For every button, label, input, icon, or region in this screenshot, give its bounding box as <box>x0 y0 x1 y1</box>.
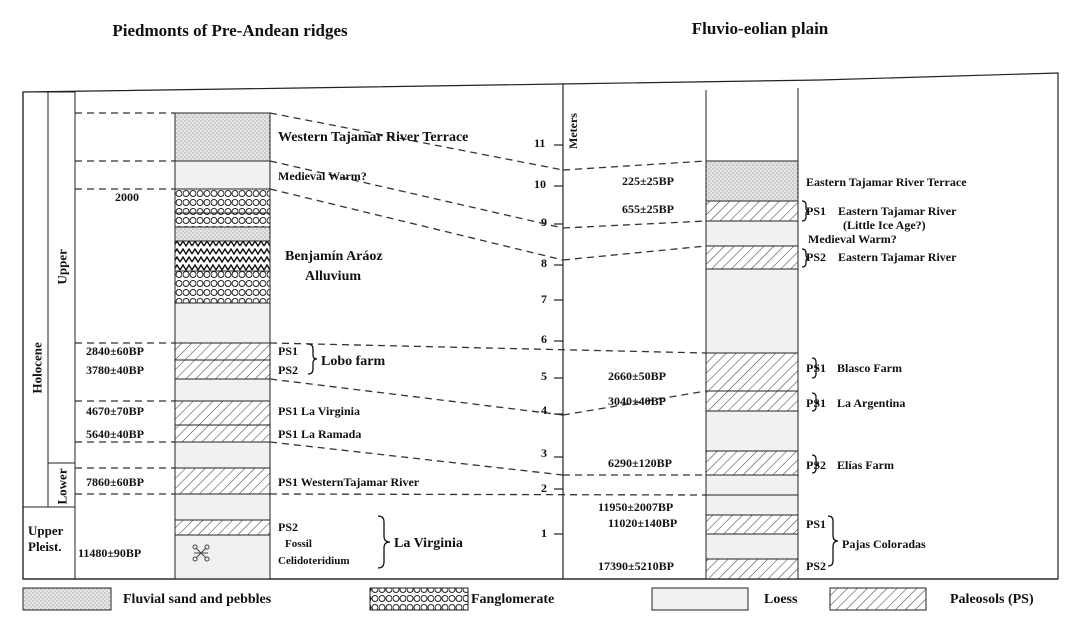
label-western-terrace: Western Tajamar River Terrace <box>278 130 469 145</box>
label-fossil: Fossil <box>285 538 312 550</box>
meter-tick-8: 8 <box>541 256 547 270</box>
meter-tick-10: 10 <box>534 177 546 191</box>
legend-swatch-fanglomerate <box>369 587 469 611</box>
label-left-medieval: Medieval Warm? <box>278 169 367 183</box>
date-3780: 3780±40BP <box>86 363 144 377</box>
legend-fluvial-label: Fluvial sand and pebbles <box>123 592 272 607</box>
meter-tick-5: 5 <box>541 369 547 383</box>
label-little-ice-age: (Little Ice Age?) <box>843 218 926 232</box>
label-ps1-pajas: PS1 <box>806 517 827 531</box>
upper-pleist-label-1: Upper <box>28 523 64 538</box>
label-ps1-blasco: PS1 <box>806 361 827 375</box>
legend-fanglomerate-label: Fanglomerate <box>471 592 555 607</box>
label-ps2-pajas: PS2 <box>806 559 827 573</box>
legend-swatch-fluvial <box>22 587 112 611</box>
label-benjamin-2: Alluvium <box>305 269 362 284</box>
label-ps1-eastern: PS1 <box>806 204 827 218</box>
label-ps2-elias: PS2 <box>806 458 827 472</box>
label-ps2-lv: PS2 <box>278 520 299 534</box>
right-heading: Fluvio-eolian plain <box>691 19 829 38</box>
meter-tick-2: 2 <box>541 481 547 495</box>
label-la-ramada: PS1 La Ramada <box>278 427 362 441</box>
legend-swatch-loess <box>651 587 749 611</box>
label-ps1-lobo: PS1 <box>278 344 299 358</box>
upper-pleist-label-2: Pleist. <box>28 539 62 554</box>
date-7860: 7860±60BP <box>86 475 144 489</box>
label-western-river: PS1 WesternTajamar River <box>278 475 420 489</box>
meter-tick-11: 11 <box>534 136 546 150</box>
date-2000: 2000 <box>115 190 139 204</box>
meter-tick-1: 1 <box>541 526 547 540</box>
label-eastern-terrace: Eastern Tajamar River Terrace <box>806 175 967 189</box>
label-lobo-farm: Lobo farm <box>321 354 386 369</box>
left-column <box>174 112 271 580</box>
label-right-medieval: Medieval Warm? <box>808 232 897 246</box>
label-benjamin-1: Benjamín Aráoz <box>285 249 383 264</box>
lower-label: Lower <box>54 468 70 505</box>
date-655: 655±25BP <box>622 202 674 216</box>
label-la-virginia-lower: La Virginia <box>394 536 463 551</box>
date-11950: 11950±2007BP <box>598 500 674 514</box>
correlation-lines <box>75 112 707 496</box>
label-la-virginia-ps1: PS1 La Virginia <box>278 404 361 418</box>
upper-label: Upper <box>54 249 70 285</box>
braces <box>307 200 839 569</box>
date-2660: 2660±50BP <box>608 369 666 383</box>
right-column <box>705 160 799 580</box>
label-ps1-argentina: PS1 <box>806 396 827 410</box>
label-ps2-lobo: PS2 <box>278 363 299 377</box>
label-pajas-coloradas: Pajas Coloradas <box>842 537 926 551</box>
date-225: 225±25BP <box>622 174 674 188</box>
label-eastern-river-1: Eastern Tajamar River <box>838 204 957 218</box>
meter-tick-7: 7 <box>541 292 547 306</box>
label-eastern-river-2: Eastern Tajamar River <box>838 250 957 264</box>
date-4670: 4670±70BP <box>86 404 144 418</box>
legend-swatch-paleosols <box>829 587 927 611</box>
meter-tick-4: 4 <box>541 403 547 417</box>
label-la-argentina: La Argentina <box>837 396 906 410</box>
holocene-label: Holocene <box>29 342 45 394</box>
date-17390: 17390±5210BP <box>598 559 674 573</box>
date-2840: 2840±60BP <box>86 344 144 358</box>
date-11480: 11480±90BP <box>78 546 142 560</box>
meters-ticks <box>554 144 563 535</box>
date-3040: 3040±40BP <box>608 394 666 408</box>
meter-tick-6: 6 <box>541 332 547 346</box>
date-6290: 6290±120BP <box>608 456 672 470</box>
label-blasco-farm: Blasco Farm <box>837 361 902 375</box>
label-elias-farm: Elías Farm <box>837 458 894 472</box>
label-celidoteridium: Celidoteridium <box>278 555 350 567</box>
legend-loess-label: Loess <box>764 592 798 607</box>
meter-tick-3: 3 <box>541 446 547 460</box>
date-5640: 5640±40BP <box>86 427 144 441</box>
legend-paleosols-label: Paleosols (PS) <box>950 592 1034 607</box>
date-11020: 11020±140BP <box>608 516 678 530</box>
label-ps2-eastern: PS2 <box>806 250 827 264</box>
left-heading: Piedmonts of Pre-Andean ridges <box>112 21 348 40</box>
meters-axis-title: Meters <box>566 113 580 149</box>
meter-tick-9: 9 <box>541 215 547 229</box>
fossil-bone-icon <box>192 544 210 562</box>
